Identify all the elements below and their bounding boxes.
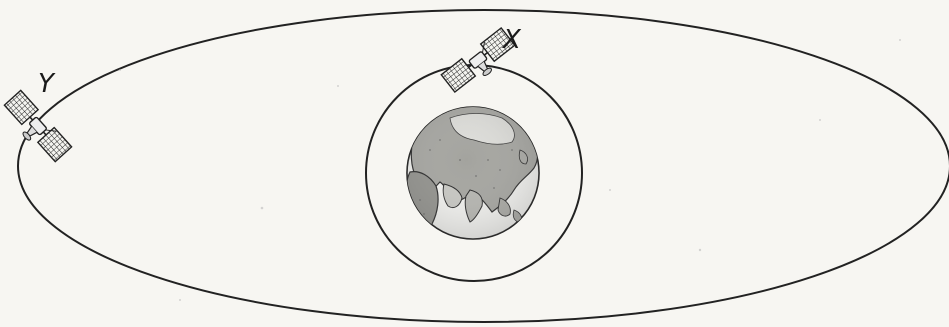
satellite-x-label: X — [501, 25, 522, 55]
earth-globe-icon — [405, 106, 539, 239]
satellite-y-label: Y — [38, 69, 56, 99]
